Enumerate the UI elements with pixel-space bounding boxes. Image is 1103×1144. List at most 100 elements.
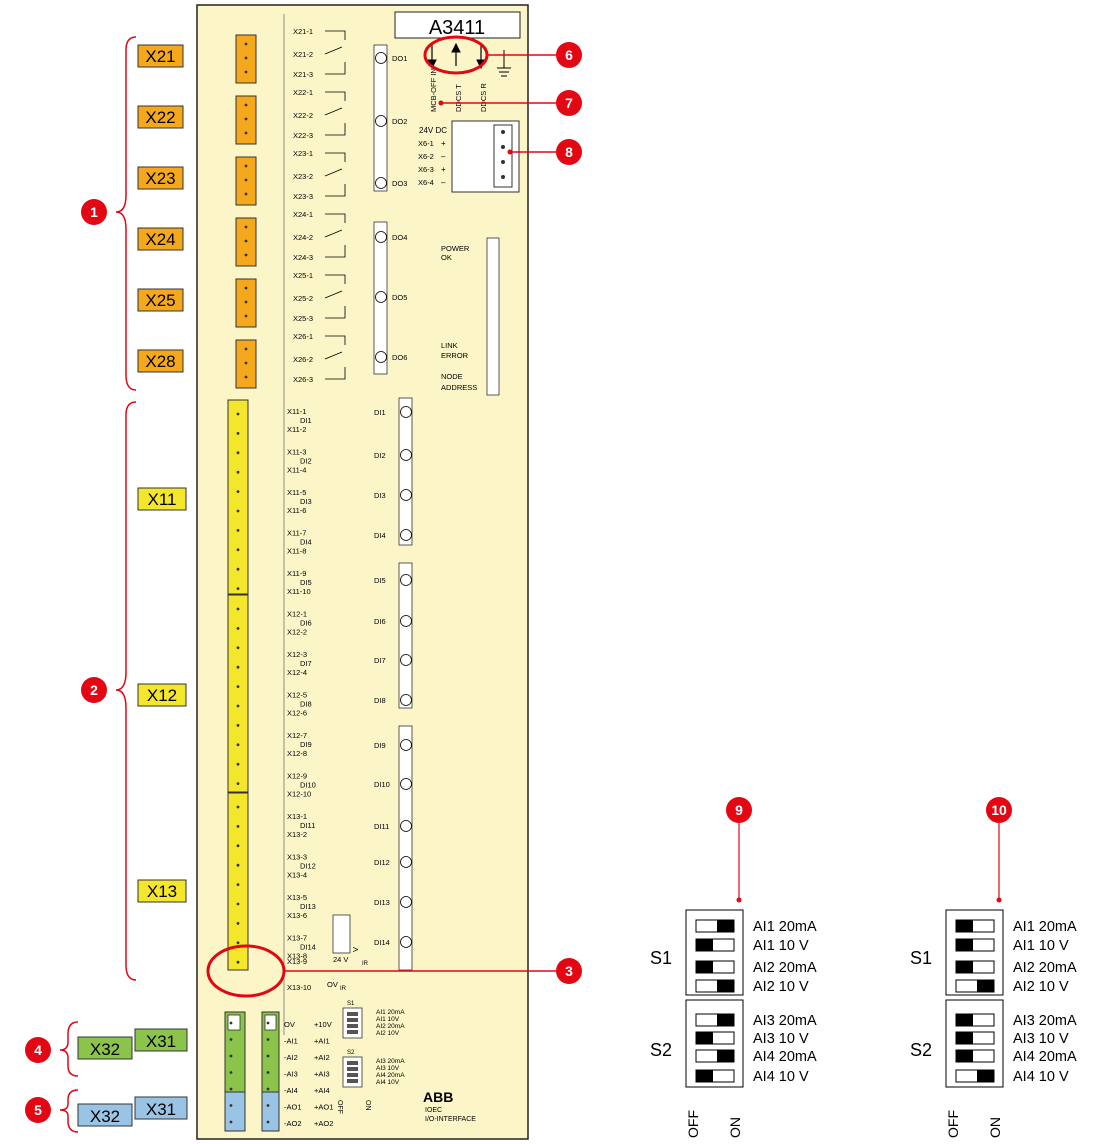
board-s2-label: S2 xyxy=(347,1050,355,1056)
di-connector-pin-X12 xyxy=(236,743,240,747)
di-tag-X12-box xyxy=(137,683,187,707)
board-s2-desc-1: AI3 20mA xyxy=(376,1058,405,1065)
relay-term-X28-2: X26-2 xyxy=(293,355,313,364)
relay-symbol-X23-no xyxy=(325,184,346,197)
analog-out-connector-b xyxy=(261,1091,280,1132)
relay-symbol-X22-no xyxy=(325,123,346,136)
analog-right-AO2: +AO2 xyxy=(314,1119,333,1128)
panel-2-s2-knob-4 xyxy=(977,1070,994,1082)
vir-ok-label: V xyxy=(351,947,360,952)
di-led-14 xyxy=(400,936,412,948)
vir-24v-sub: IR xyxy=(362,961,369,967)
di-connector-pin-X13 xyxy=(236,902,240,906)
di-connector-pin-X12 xyxy=(236,627,240,630)
di-connector-pin-X11 xyxy=(236,587,240,590)
relay-symbol-X28-nc xyxy=(325,335,346,345)
power-pin-sign-3: + xyxy=(441,165,446,174)
relay-term-X23-3: X23-3 xyxy=(293,192,313,201)
relay-pin-X21-1 xyxy=(244,42,248,46)
relay-pin-X24-1 xyxy=(244,225,248,229)
relay-symbol-X23-contact xyxy=(324,168,343,177)
di-term-label-DI13: DI13 xyxy=(300,902,316,911)
di-term-label-DI8: DI8 xyxy=(300,700,312,709)
panel-1-s1-knob-3 xyxy=(696,961,713,973)
callout-6-marker xyxy=(556,42,582,68)
panel-2-s1-label: S1 xyxy=(910,948,932,968)
relay-term-X24-2: X24-2 xyxy=(293,233,313,242)
di-connector-pin-X12 xyxy=(236,782,240,785)
brace-2 xyxy=(115,401,137,981)
panel-1-s1-desc-1: AI1 20mA xyxy=(753,919,817,935)
relay-symbol-X24-no xyxy=(325,245,346,258)
relay-pin-X21-3 xyxy=(244,70,248,74)
analog-pin-a xyxy=(229,1021,233,1025)
di-led-label-6: DI6 xyxy=(374,617,386,626)
relay-pin-X24-3 xyxy=(244,253,248,257)
relay-tag-X25-box xyxy=(137,288,184,312)
analog-out-connector-a xyxy=(224,1091,246,1132)
relay-tag-X23-box xyxy=(137,166,184,190)
callout-2-number: 2 xyxy=(90,682,98,698)
di-term-X11-5: X11-5 xyxy=(287,488,306,497)
analog-right-AI3: +AI3 xyxy=(314,1070,330,1079)
panel-1-s1-knob-4 xyxy=(717,980,734,992)
panel-1-s1-label: S1 xyxy=(650,948,672,968)
di-led-strip-2 xyxy=(398,562,413,709)
relay-term-X25-1: X25-1 xyxy=(293,271,313,280)
di-term-label-DI11: DI11 xyxy=(300,821,315,830)
di-connector-pin-X12 xyxy=(236,762,240,766)
status-link-1: LINK xyxy=(441,341,458,350)
relay-tag-X25: X25 xyxy=(145,291,175,310)
panel-2-s1-desc-2: AI1 10 V xyxy=(1013,938,1069,954)
analog-in-tag-a: X32 xyxy=(90,1040,120,1059)
panel-2-s2-desc-4: AI4 10 V xyxy=(1013,1069,1069,1085)
di-connector-X12 xyxy=(227,594,249,793)
relay-tag-X23: X23 xyxy=(145,169,175,188)
di-connector-pin-X11 xyxy=(236,529,240,532)
do-led-2 xyxy=(375,115,387,127)
di-led-label-3: DI3 xyxy=(374,491,386,500)
analog-left-AI1: -AI1 xyxy=(284,1037,298,1046)
relay-term-X24-3: X24-3 xyxy=(293,253,313,262)
power-connector-body xyxy=(493,124,513,188)
di-term-label-DI1: DI1 xyxy=(300,416,312,425)
fiber-ddcs-r-label: DDCS R xyxy=(479,83,488,112)
panel-1-off-label: OFF xyxy=(685,1110,701,1138)
di-term-label-DI9: DI9 xyxy=(300,740,312,749)
relay-pin-X22-1 xyxy=(244,103,248,107)
di-led-12 xyxy=(400,856,412,868)
callout-7-marker xyxy=(556,90,582,116)
panel-2-s1-knob-4 xyxy=(977,980,994,992)
board-desc-2: I/O-INTERFACE xyxy=(425,1116,476,1123)
board-s1-slot-4 xyxy=(347,1030,358,1034)
relay-symbol-X23-nc xyxy=(325,152,346,162)
callout-1-marker xyxy=(81,199,107,225)
status-window xyxy=(486,237,500,396)
relay-term-X21-2: X21-2 xyxy=(293,50,313,59)
di-term-X11-4: X11-4 xyxy=(287,466,306,475)
board-s1-label: S1 xyxy=(347,1001,355,1007)
fiber-mcb-label: MCB-OFF IN xyxy=(429,68,438,112)
power-pin-label-3: X6-3 xyxy=(418,165,434,174)
relay-term-X21-3: X21-3 xyxy=(293,70,313,79)
analog-left-AI2: -AI2 xyxy=(284,1053,298,1062)
di-connector-pin-X13 xyxy=(236,825,240,828)
di-connector-pin-X11 xyxy=(236,412,240,416)
relay-symbol-X25-contact xyxy=(324,290,343,299)
relay-pin-X23-1 xyxy=(244,164,248,168)
ov-ir-sub: IR xyxy=(340,986,347,992)
di-term-label-DI4: DI4 xyxy=(300,538,312,547)
di-led-label-14: DI14 xyxy=(374,938,390,947)
di-connector-pin-X12 xyxy=(236,646,240,650)
panel-1-s2-desc-2: AI3 10 V xyxy=(753,1031,809,1047)
board-on-label: ON xyxy=(364,1100,371,1111)
panel-1-on-label: ON xyxy=(727,1117,743,1138)
relay-symbol-X21-no xyxy=(325,62,346,75)
do-led-label-3: DO3 xyxy=(392,179,407,188)
brace-1 xyxy=(115,36,137,391)
di-term-label-DI6: DI6 xyxy=(300,619,312,628)
abb-logo: ABB xyxy=(423,1089,453,1105)
model-box xyxy=(394,11,521,39)
panel-1-s1-desc-3: AI2 20mA xyxy=(753,960,817,976)
